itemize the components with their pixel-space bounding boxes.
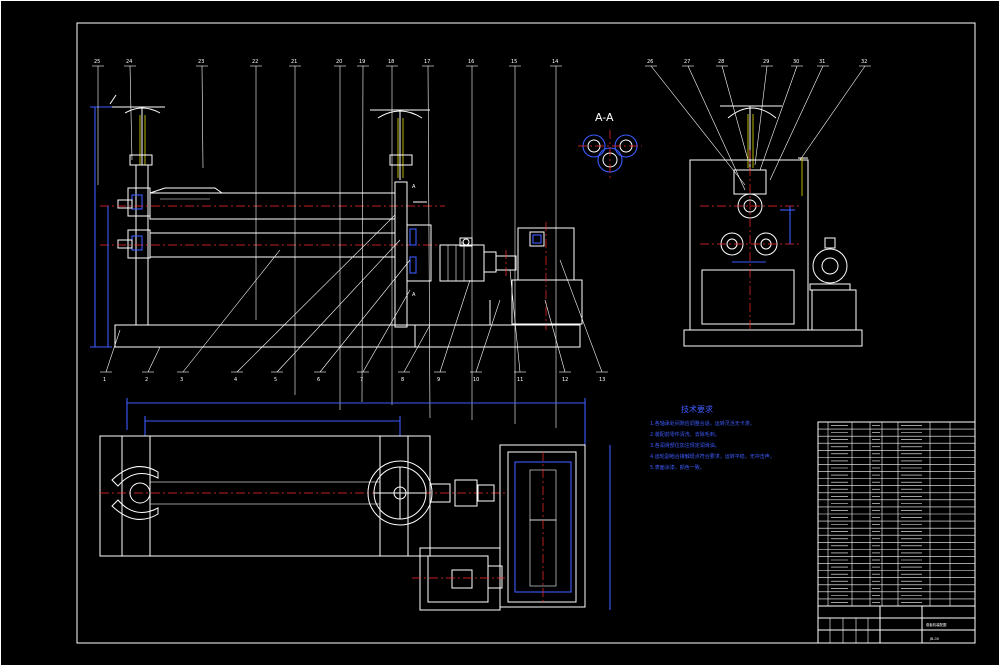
balloon-label: 11 bbox=[517, 377, 523, 383]
balloon-label: 12 bbox=[562, 377, 568, 383]
balloon-label: 6 bbox=[317, 377, 320, 383]
inner-frame bbox=[76, 22, 976, 644]
note-3: 3.各润滑部位加注规定润滑油。 bbox=[650, 442, 720, 449]
balloon-label: 3 bbox=[180, 377, 183, 383]
balloon-label: 27 bbox=[684, 59, 690, 65]
section-a-a-view: A-A bbox=[578, 111, 642, 178]
balloon-label: 13 bbox=[599, 377, 605, 383]
balloon-label: 2 bbox=[145, 377, 148, 383]
top-view bbox=[99, 398, 611, 611]
title-block-name: 卷板机装配图 bbox=[926, 622, 947, 627]
balloon-label: 32 bbox=[861, 59, 867, 65]
balloon-label: 19 bbox=[359, 59, 365, 65]
balloon-label: 29 bbox=[763, 59, 769, 65]
note-1: 1.各轴承处间隙应调整合适，运转灵活无卡滞。 bbox=[650, 420, 755, 427]
balloon-label: 15 bbox=[511, 59, 517, 65]
balloon-label: 25 bbox=[94, 59, 100, 65]
balloon-label: 10 bbox=[473, 377, 479, 383]
title-block-number: JB-00 bbox=[929, 637, 939, 641]
balloon-label: 8 bbox=[401, 377, 404, 383]
balloon-label: 9 bbox=[437, 377, 440, 383]
balloon-label: 5 bbox=[274, 377, 277, 383]
balloon-label: 14 bbox=[552, 59, 558, 65]
balloon-label: 28 bbox=[718, 59, 724, 65]
balloon-label: 18 bbox=[388, 59, 394, 65]
section-mark-top: A bbox=[412, 184, 416, 190]
note-5: 5.表面涂漆，颜色一致。 bbox=[650, 464, 705, 471]
balloon-label: 1 bbox=[103, 377, 106, 383]
front-view bbox=[90, 94, 583, 348]
balloon-label: 20 bbox=[336, 59, 342, 65]
motor-mark: M bbox=[461, 241, 464, 245]
section-mark-bottom: A bbox=[412, 292, 416, 298]
balloon-label: 30 bbox=[793, 59, 799, 65]
note-2: 2.装配前零件清洗、去除毛刺。 bbox=[650, 431, 720, 438]
balloon-label: 17 bbox=[424, 59, 430, 65]
note-4: 4.齿轮副啮合接触斑点符合要求，运转平稳，无冲击声。 bbox=[650, 453, 775, 460]
balloon-label: 22 bbox=[252, 59, 258, 65]
parts-list-table bbox=[817, 421, 976, 607]
balloon-label: 23 bbox=[198, 59, 204, 65]
section-title: A-A bbox=[595, 111, 614, 124]
balloon-label: 31 bbox=[819, 59, 825, 65]
balloon-label: 24 bbox=[126, 59, 132, 65]
balloon-label: 7 bbox=[360, 377, 363, 383]
balloon-label: 26 bbox=[647, 59, 653, 65]
balloon-label: 4 bbox=[234, 377, 237, 383]
side-view bbox=[683, 105, 863, 347]
balloon-label: 21 bbox=[291, 59, 297, 65]
title-block: 卷板机装配图 JB-00 bbox=[817, 605, 976, 644]
balloon-label: 16 bbox=[468, 59, 474, 65]
tech-title: 技术要求 bbox=[681, 404, 713, 414]
technical-requirements: 技术要求 1.各轴承处间隙应调整合适，运转灵活无卡滞。 2.装配前零件清洗、去除… bbox=[650, 404, 775, 471]
